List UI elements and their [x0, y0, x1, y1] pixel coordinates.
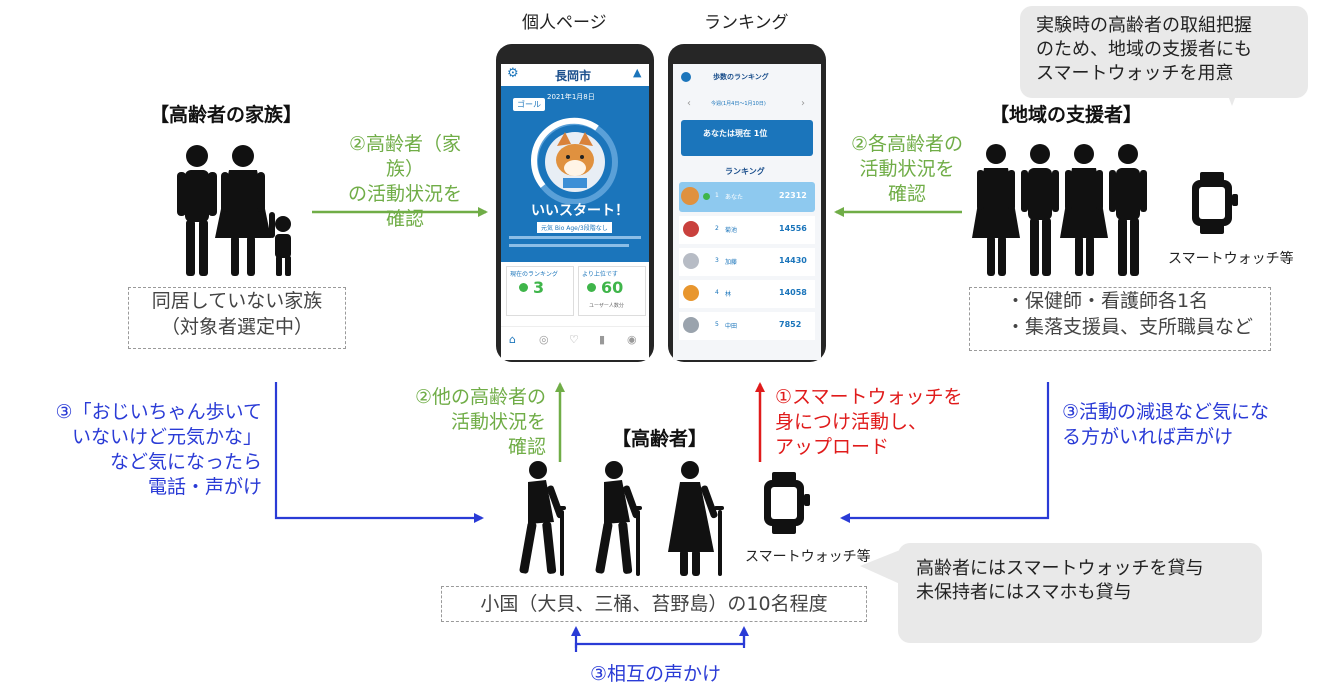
challenge-icon[interactable]: ◎: [539, 333, 549, 346]
heart-icon[interactable]: ♡: [569, 333, 579, 346]
avatar: [681, 187, 699, 205]
percentile-value: 60: [601, 278, 624, 297]
ranking-caption: ランキング: [704, 13, 789, 33]
supporters-callout: 実験時の高齢者の取組把握 のため、地域の支援者にも スマートウォッチを用意: [1020, 6, 1308, 98]
family-title: 【高齢者の家族】: [150, 104, 303, 126]
status-panel: 2021年1月8日 ゴール いいスタート！ 元気 Bio Age/3段階なし: [501, 86, 649, 262]
personal-page-phone: ⚙ 長岡市 ▲ 2021年1月8日 ゴール いいスタート！ 元気 Bio Age…: [496, 44, 654, 362]
elderly-title: 【高齢者】: [612, 428, 708, 450]
ranking-title: 歩数のランキング: [713, 73, 769, 81]
progress-ring: [531, 117, 618, 204]
personal-page-caption: 個人ページ: [522, 13, 607, 33]
supporters-call-label: ③活動の減退など気にな る方がいれば声がけ: [1062, 401, 1270, 448]
period-text: 今週(1月4日〜1月10日): [711, 101, 766, 107]
elderly-watch-label: スマートウォッチ等: [745, 549, 871, 565]
supporters-people-icon: [972, 144, 1147, 276]
ranking-phone: 歩数のランキング ‹ 今週(1月4日〜1月10日) › あなたは現在 1位 ラン…: [668, 44, 826, 362]
avatar: [683, 253, 699, 269]
home-icon[interactable]: ⌂: [509, 333, 516, 346]
elderly-view-label: ②他の高齢者の 活動状況を 確認: [414, 386, 546, 458]
other-nav-icon[interactable]: ◉: [627, 333, 637, 346]
up-indicator-icon: [703, 193, 710, 200]
smartwatch-icon: [764, 472, 810, 534]
ranking-nav-icon[interactable]: ▮: [599, 333, 606, 346]
prev-week-icon[interactable]: ‹: [687, 98, 691, 109]
bottom-nav: ⌂ ◎ ♡ ▮ ◉: [501, 326, 649, 360]
family-call-arrow: [274, 382, 484, 523]
ranking-card[interactable]: 現在のランキング 3: [506, 266, 574, 316]
supporters-check-label: ②各高齢者の 活動状況を 確認: [850, 133, 964, 205]
supporters-call-arrow: [840, 382, 1050, 523]
supporters-description-box: ・保健師・看護師各1名 ・集落支援員、支所職員など: [969, 287, 1271, 351]
rank-value: 3: [533, 278, 545, 297]
status-headline: いいスタート！: [531, 203, 629, 219]
ranking-row[interactable]: 2 菊池 14556: [679, 216, 815, 244]
goal-badge: ゴール: [513, 98, 545, 111]
ranking-row[interactable]: 5 中田 7852: [679, 312, 815, 340]
avatar: [683, 221, 699, 237]
mutual-call-label: ③相互の声かけ: [590, 663, 722, 685]
supporters-title: 【地域の支援者】: [990, 104, 1143, 126]
bio-age-badge: 元気 Bio Age/3段階なし: [537, 222, 612, 233]
family-check-label: ②高齢者（家族） の活動状況を 確認: [347, 133, 462, 230]
mutual-call-bracket: [574, 636, 746, 652]
family-description-box: 同居していない家族 （対象者選定中）: [128, 287, 346, 349]
upload-label: ①スマートウォッチを 身につけ活動し、 アップロード: [775, 386, 963, 458]
elderly-people-icon: [519, 461, 724, 576]
ranking-row[interactable]: 4 林 14058: [679, 280, 815, 308]
bell-icon[interactable]: ▲: [633, 66, 642, 79]
personal-page-screen: ⚙ 長岡市 ▲ 2021年1月8日 ゴール いいスタート！ 元気 Bio Age…: [501, 64, 649, 360]
back-icon[interactable]: [681, 72, 691, 82]
up-indicator-icon: [587, 283, 596, 292]
up-indicator-icon: [519, 283, 528, 292]
percentile-card[interactable]: より上位です 60 ユーザー人数分: [578, 266, 646, 316]
ranking-screen: 歩数のランキング ‹ 今週(1月4日〜1月10日) › あなたは現在 1位 ラン…: [673, 64, 821, 360]
family-people-icon: [177, 145, 291, 276]
ranking-section-title: ランキング: [725, 167, 765, 176]
avatar: [683, 285, 699, 301]
elderly-callout: 高齢者にはスマートウォッチを貸与 未保持者にはスマホも貸与: [898, 543, 1262, 643]
family-call-label: ③「おじいちゃん歩いて いないけど元気かな」 など気になったら 電話・声がけ: [55, 401, 262, 498]
your-rank-banner: あなたは現在 1位: [681, 120, 813, 156]
elderly-description-box: 小国（大貝、三桶、苔野島）の10名程度: [441, 586, 867, 622]
ranking-row[interactable]: 3 加藤 14430: [679, 248, 815, 276]
city-logo: 長岡市: [555, 69, 592, 83]
ranking-row[interactable]: 1 あなた 22312: [679, 182, 815, 212]
supporters-watch-label: スマートウォッチ等: [1168, 251, 1294, 267]
smartwatch-icon: [1192, 172, 1238, 234]
avatar: [683, 317, 699, 333]
next-week-icon[interactable]: ›: [801, 98, 805, 109]
gear-icon[interactable]: ⚙: [507, 66, 519, 81]
date-text: 2021年1月8日: [547, 93, 595, 101]
